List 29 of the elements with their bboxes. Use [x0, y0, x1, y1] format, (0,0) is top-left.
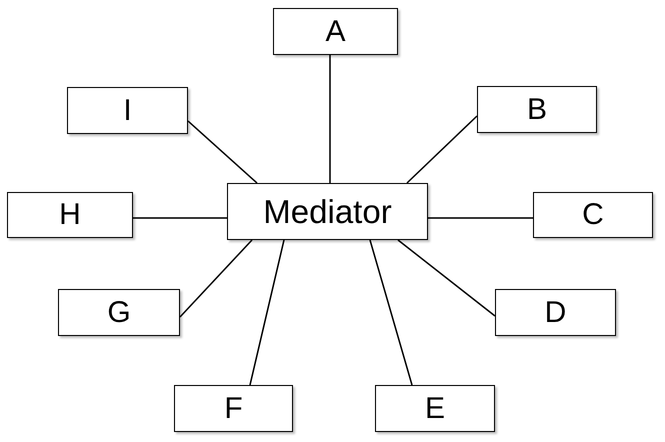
connector-line [398, 239, 496, 317]
box-label: G [107, 298, 131, 328]
connector-line [179, 239, 253, 318]
connector-line [188, 120, 258, 184]
box-label: I [123, 96, 132, 126]
component-box [477, 86, 597, 133]
connector-line [249, 240, 285, 386]
component-box [58, 289, 180, 336]
box-label: F [224, 394, 243, 424]
component-box [375, 385, 495, 432]
box-label: E [424, 394, 445, 424]
connector-line [133, 217, 227, 219]
box-label: B [526, 94, 547, 124]
box-label: D [544, 298, 566, 328]
box-label: Mediator [263, 195, 392, 228]
component-box [67, 87, 188, 134]
connector-line [329, 55, 331, 183]
component-box [495, 289, 616, 336]
component-box [7, 192, 133, 238]
mediator-box [227, 183, 428, 240]
connector-line [369, 240, 413, 386]
connector-line [406, 115, 478, 184]
component-box [174, 385, 293, 432]
component-box [273, 8, 398, 55]
box-label: H [59, 200, 81, 230]
box-label: C [582, 200, 604, 230]
connector-line [428, 217, 533, 219]
box-label: A [325, 16, 346, 46]
component-box [533, 192, 653, 238]
